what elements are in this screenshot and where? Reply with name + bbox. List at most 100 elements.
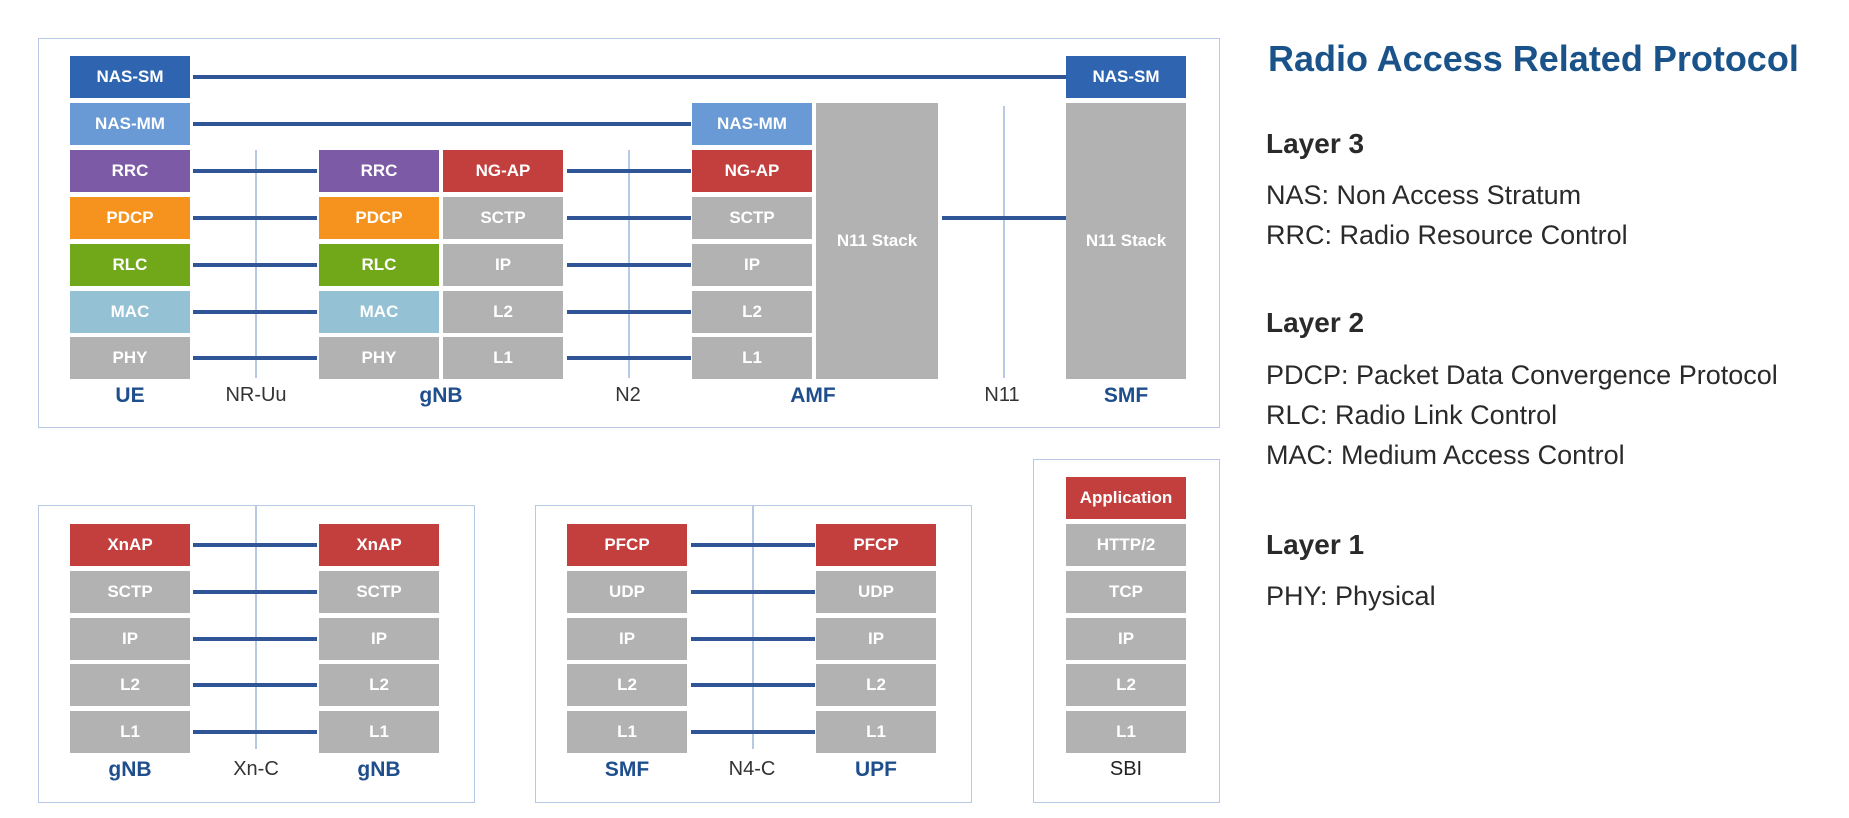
sbi-layer-application: Application: [1066, 477, 1186, 519]
ue-layer-rlc: RLC: [70, 244, 190, 286]
gnb-layer-rrc: RRC: [319, 150, 439, 192]
mac-peer-line: [193, 310, 317, 314]
n4-right-layer-pfcp: PFCP: [816, 524, 936, 566]
amf-layer-l1: L1: [692, 337, 812, 379]
n11-peer-line: [942, 216, 1066, 220]
xn-c-divider: [255, 505, 257, 749]
xn-node-label-right: gNB: [357, 758, 401, 781]
gnb-layer-l1: L1: [443, 337, 563, 379]
ue-layer-phy: PHY: [70, 337, 190, 379]
n4-l1-peer-line: [691, 730, 815, 734]
l1-peer-line: [567, 356, 691, 360]
gnb-layer-sctp: SCTP: [443, 197, 563, 239]
gnb-layer-rlc: RLC: [319, 244, 439, 286]
gnb-layer-mac: MAC: [319, 291, 439, 333]
rlc-peer-line: [193, 263, 317, 267]
sbi-layer-l1: L1: [1066, 711, 1186, 753]
sbi-layer-tcp: TCP: [1066, 571, 1186, 613]
gnb-layer-pdcp: PDCP: [319, 197, 439, 239]
amf-n11-stack: N11 Stack: [816, 103, 938, 379]
udp-peer-line: [691, 590, 815, 594]
pfcp-peer-line: [691, 543, 815, 547]
pdcp-peer-line: [193, 216, 317, 220]
sctp-peer-line: [567, 216, 691, 220]
xn-right-layer-sctp: SCTP: [319, 571, 439, 613]
iface-label-nr-uu: NR-Uu: [225, 384, 287, 406]
n4-ip-peer-line: [691, 637, 815, 641]
gnb-layer-l2: L2: [443, 291, 563, 333]
legend-layer2-item: MAC: Medium Access Control: [1266, 440, 1625, 470]
sbi-layer-ip: IP: [1066, 618, 1186, 660]
n4-left-layer-l1: L1: [567, 711, 687, 753]
legend-layer1-heading: Layer 1: [1266, 529, 1365, 560]
xn-left-layer-l1: L1: [70, 711, 190, 753]
iface-label-xn-c: Xn-C: [233, 758, 279, 780]
iface-label-n11: N11: [984, 384, 1020, 406]
n11-divider: [1003, 106, 1005, 378]
nas-mm-peer-line: [193, 122, 691, 126]
legend-layer3-item: RRC: Radio Resource Control: [1266, 220, 1628, 250]
n4-right-layer-l2: L2: [816, 664, 936, 706]
sbi-layer-l2: L2: [1066, 664, 1186, 706]
xn-left-layer-l2: L2: [70, 664, 190, 706]
legend-layer2-heading: Layer 2: [1266, 307, 1365, 338]
nas-sm-peer-line: [193, 75, 1067, 79]
xn-right-layer-l1: L1: [319, 711, 439, 753]
legend-layer1-item: PHY: Physical: [1266, 581, 1436, 611]
iface-label-n2: N2: [615, 384, 641, 406]
n4-left-layer-l2: L2: [567, 664, 687, 706]
xn-node-label-left: gNB: [108, 758, 152, 781]
gnb-layer-phy: PHY: [319, 337, 439, 379]
n4-left-layer-pfcp: PFCP: [567, 524, 687, 566]
n4-right-layer-l1: L1: [816, 711, 936, 753]
smf-layer-nas-sm: NAS-SM: [1066, 56, 1186, 98]
xn-l1-peer-line: [193, 730, 317, 734]
xnap-peer-line: [193, 543, 317, 547]
xn-right-layer-l2: L2: [319, 664, 439, 706]
node-label-gnb: gNB: [419, 384, 463, 407]
n4-node-label-left: SMF: [604, 758, 650, 781]
ngap-peer-line: [567, 169, 691, 173]
legend-title: Radio Access Related Protocol: [1268, 38, 1799, 79]
xn-sctp-peer-line: [193, 590, 317, 594]
xn-left-layer-sctp: SCTP: [70, 571, 190, 613]
n4-c-divider: [752, 505, 754, 749]
gnb-layer-ip: IP: [443, 244, 563, 286]
amf-layer-ip: IP: [692, 244, 812, 286]
xn-left-layer-ip: IP: [70, 618, 190, 660]
smf-n11-stack: N11 Stack: [1066, 103, 1186, 379]
ue-layer-rrc: RRC: [70, 150, 190, 192]
sbi-label: SBI: [1109, 758, 1143, 780]
xn-right-layer-ip: IP: [319, 618, 439, 660]
legend-layer3-item: NAS: Non Access Stratum: [1266, 180, 1582, 210]
legend-layer3-heading: Layer 3: [1266, 128, 1365, 159]
amf-layer-nas-mm: NAS-MM: [692, 103, 812, 145]
xn-l2-peer-line: [193, 683, 317, 687]
ue-layer-nas-sm: NAS-SM: [70, 56, 190, 98]
ue-layer-pdcp: PDCP: [70, 197, 190, 239]
n4-right-layer-udp: UDP: [816, 571, 936, 613]
n4-right-layer-ip: IP: [816, 618, 936, 660]
node-label-ue: UE: [115, 384, 145, 407]
n4-left-layer-ip: IP: [567, 618, 687, 660]
n4-left-layer-udp: UDP: [567, 571, 687, 613]
ue-layer-nas-mm: NAS-MM: [70, 103, 190, 145]
ip-peer-line: [567, 263, 691, 267]
amf-layer-ngap: NG-AP: [692, 150, 812, 192]
xn-left-layer-xnap: XnAP: [70, 524, 190, 566]
amf-layer-l2: L2: [692, 291, 812, 333]
ue-layer-mac: MAC: [70, 291, 190, 333]
iface-label-n4-c: N4-C: [728, 758, 776, 780]
gnb-layer-ngap: NG-AP: [443, 150, 563, 192]
node-label-smf: SMF: [1103, 384, 1149, 407]
legend-layer2-item: RLC: Radio Link Control: [1266, 400, 1558, 430]
n4-node-label-right: UPF: [855, 758, 897, 781]
l2-peer-line: [567, 310, 691, 314]
xn-ip-peer-line: [193, 637, 317, 641]
node-label-amf: AMF: [790, 384, 836, 407]
amf-layer-sctp: SCTP: [692, 197, 812, 239]
n4-l2-peer-line: [691, 683, 815, 687]
rrc-peer-line: [193, 169, 317, 173]
phy-peer-line: [193, 356, 317, 360]
legend-layer2-item: PDCP: Packet Data Convergence Protocol: [1266, 360, 1778, 390]
